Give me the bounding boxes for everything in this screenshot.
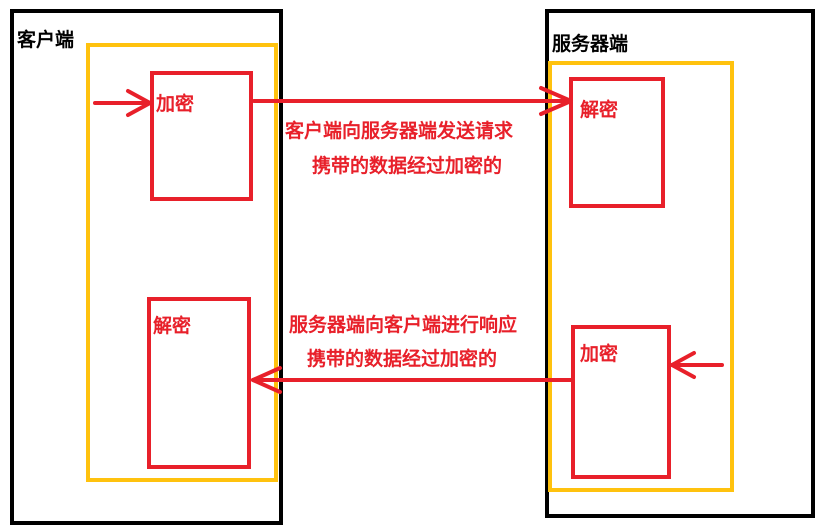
server-decrypt-label: 解密: [580, 99, 619, 121]
client-encrypt-box: [150, 71, 253, 201]
client-encrypt-label: 加密: [156, 93, 195, 115]
response-note-line2: 携带的数据经过加密的: [307, 348, 498, 370]
server-title: 服务器端: [552, 33, 629, 55]
server-encrypt-box: [571, 325, 671, 479]
client-title: 客户端: [17, 29, 75, 51]
response-note-line1: 服务器端向客户端进行响应: [289, 314, 518, 336]
request-arrow: [252, 86, 573, 116]
server-inner-frame: [548, 61, 734, 492]
client-inner-frame: [86, 43, 278, 482]
server-panel: [545, 9, 815, 518]
server-encrypt-label: 加密: [580, 343, 619, 365]
request-note-line2: 携带的数据经过加密的: [312, 155, 503, 177]
server-decrypt-box: [569, 77, 665, 208]
client-decrypt-box: [147, 297, 251, 469]
request-note-line1: 客户端向服务器端发送请求: [285, 120, 514, 142]
client-decrypt-label: 解密: [153, 315, 192, 337]
response-arrow: [251, 366, 573, 394]
